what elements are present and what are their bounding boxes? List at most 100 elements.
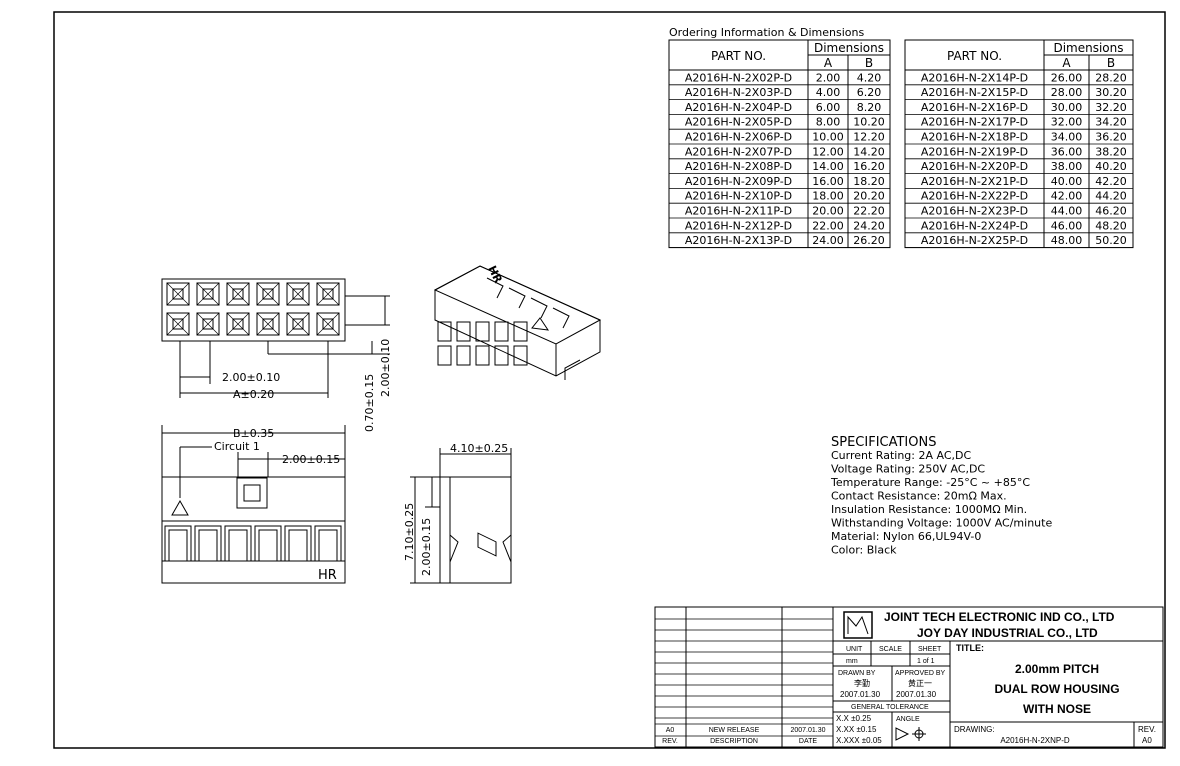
contact-cavity-diag [196, 312, 220, 336]
contact-cavity [226, 312, 250, 336]
front-view-labels: B±0.35 Circuit 1 2.00±0.15 HR [214, 427, 340, 583]
top-view [161, 278, 390, 398]
rev-row-rev: A0 [666, 727, 675, 734]
top-a-label: A±0.20 [233, 388, 274, 401]
dim-a-cell: 44.00 [1051, 205, 1083, 218]
dim-b-cell: 20.20 [853, 190, 885, 203]
spec-line: Insulation Resistance: 1000MΩ Min. [831, 503, 1027, 516]
contact-cavity [316, 282, 340, 306]
contact-cavity-inner [292, 288, 304, 300]
col-a-header: A [1062, 56, 1071, 70]
dim-a-cell: 24.00 [812, 234, 844, 247]
iso-cavity [456, 321, 471, 342]
contact-cavity [256, 312, 280, 336]
side-h2-label: 2.00±0.15 [420, 518, 433, 576]
contact-cavity-inner [322, 288, 334, 300]
dim-a-cell: 18.00 [812, 190, 844, 203]
contact-cavity-inner [172, 318, 184, 330]
col-a-header: A [824, 56, 833, 70]
front-teeth [164, 525, 342, 561]
top-view-outline [161, 278, 346, 342]
spec-line: Withstanding Voltage: 1000V AC/minute [831, 517, 1052, 530]
dim-b-cell: 10.20 [853, 116, 885, 129]
spec-line: Voltage Rating: 250V AC,DC [831, 463, 985, 476]
spec-line: Contact Resistance: 20mΩ Max. [831, 490, 1007, 503]
contact-cavity-diag [196, 282, 220, 306]
part-number-cell: A2016H-N-2X02P-D [685, 71, 792, 84]
angle-label: ANGLE [896, 716, 920, 723]
dim-b-cell: 42.20 [1095, 175, 1127, 188]
title-line-1: 2.00mm PITCH [1015, 662, 1099, 676]
part-number-cell: A2016H-N-2X06P-D [685, 131, 792, 144]
dim-b-cell: 8.20 [857, 101, 882, 114]
dim-a-cell: 22.00 [812, 219, 844, 232]
dim-b-cell: 46.20 [1095, 205, 1127, 218]
company-name-1: JOINT TECH ELECTRONIC IND CO., LTD [884, 610, 1115, 624]
dim-a-cell: 38.00 [1051, 160, 1083, 173]
part-number-cell: A2016H-N-2X23P-D [921, 205, 1028, 218]
dim-a-cell: 32.00 [1051, 116, 1083, 129]
dim-b-cell: 30.20 [1095, 86, 1127, 99]
part-number-cell: A2016H-N-2X18P-D [921, 131, 1028, 144]
unit-value: mm [846, 658, 858, 665]
dim-a-cell: 2.00 [816, 71, 841, 84]
dimensions-header: Dimensions [814, 41, 884, 55]
part-number-cell: A2016H-N-2X21P-D [921, 175, 1028, 188]
part-number-cell: A2016H-N-2X24P-D [921, 219, 1028, 232]
dim-b-cell: 12.20 [853, 131, 885, 144]
front-tooth-inner [198, 529, 218, 561]
tolerance-2: X.XX ±0.15 [836, 725, 877, 734]
dim-a-cell: 16.00 [812, 175, 844, 188]
approved-by-label: APPROVED BY [895, 670, 946, 677]
contact-cavity-inner [292, 318, 304, 330]
iso-hr-label: HR [485, 264, 505, 286]
contact-cavity-diag [226, 312, 250, 336]
front-pitch-label: 2.00±0.15 [282, 453, 340, 466]
top-pitch-label: 2.00±0.10 [222, 371, 280, 384]
sheet-label: SHEET [918, 646, 942, 653]
rev-head-desc: DESCRIPTION [710, 738, 758, 745]
dim-b-cell: 22.20 [853, 205, 885, 218]
iso-latch [508, 287, 526, 309]
iso-cavity [456, 345, 471, 366]
front-tooth [194, 525, 222, 561]
contact-cavity-diag [286, 312, 310, 336]
company-logo [843, 611, 873, 639]
sheet-border [53, 11, 1166, 749]
side-view-labels: 4.10±0.25 7.10±0.25 2.00±0.15 [403, 442, 508, 576]
title-line-3: WITH NOSE [1023, 702, 1091, 716]
part-number-cell: A2016H-N-2X14P-D [921, 71, 1028, 84]
part-number-cell: A2016H-N-2X13P-D [685, 234, 792, 247]
spec-line: Current Rating: 2A AC,DC [831, 449, 971, 462]
front-tooth-inner [168, 529, 188, 561]
part-number-cell: A2016H-N-2X16P-D [921, 101, 1028, 114]
contact-cavity-inner [172, 288, 184, 300]
front-tooth-inner [288, 529, 308, 561]
part-number-cell: A2016H-N-2X05P-D [685, 116, 792, 129]
ordering-heading: Ordering Information & Dimensions [669, 26, 864, 39]
iso-cavity [494, 345, 509, 366]
side-latch-left [449, 533, 459, 563]
contact-cavity-inner [232, 318, 244, 330]
rev-row-date: 2007.01.30 [790, 727, 825, 734]
dim-a-cell: 6.00 [816, 101, 841, 114]
dim-a-cell: 20.00 [812, 205, 844, 218]
contact-cavity-inner [322, 318, 334, 330]
contact-cavity [286, 312, 310, 336]
top-v2-label: 2.00±0.10 [379, 339, 392, 397]
iso-cavity [437, 321, 452, 342]
tolerance-3: X.XXX ±0.05 [836, 736, 882, 745]
company-name-2: JOY DAY INDUSTRIAL CO., LTD [917, 626, 1098, 640]
dim-b-cell: 40.20 [1095, 160, 1127, 173]
iso-cavity [513, 321, 528, 342]
circuit-1-triangle [171, 499, 189, 516]
contact-cavity [166, 312, 190, 336]
iso-cavity [513, 345, 528, 366]
dim-b-cell: 34.20 [1095, 116, 1127, 129]
part-number-cell: A2016H-N-2X15P-D [921, 86, 1028, 99]
top-v1-label: 0.70±0.15 [363, 374, 376, 432]
title-line-2: DUAL ROW HOUSING [994, 682, 1119, 696]
drawn-by-label: DRAWN BY [838, 670, 876, 677]
approved-date: 2007.01.30 [896, 690, 937, 699]
contact-cavity-diag [256, 282, 280, 306]
